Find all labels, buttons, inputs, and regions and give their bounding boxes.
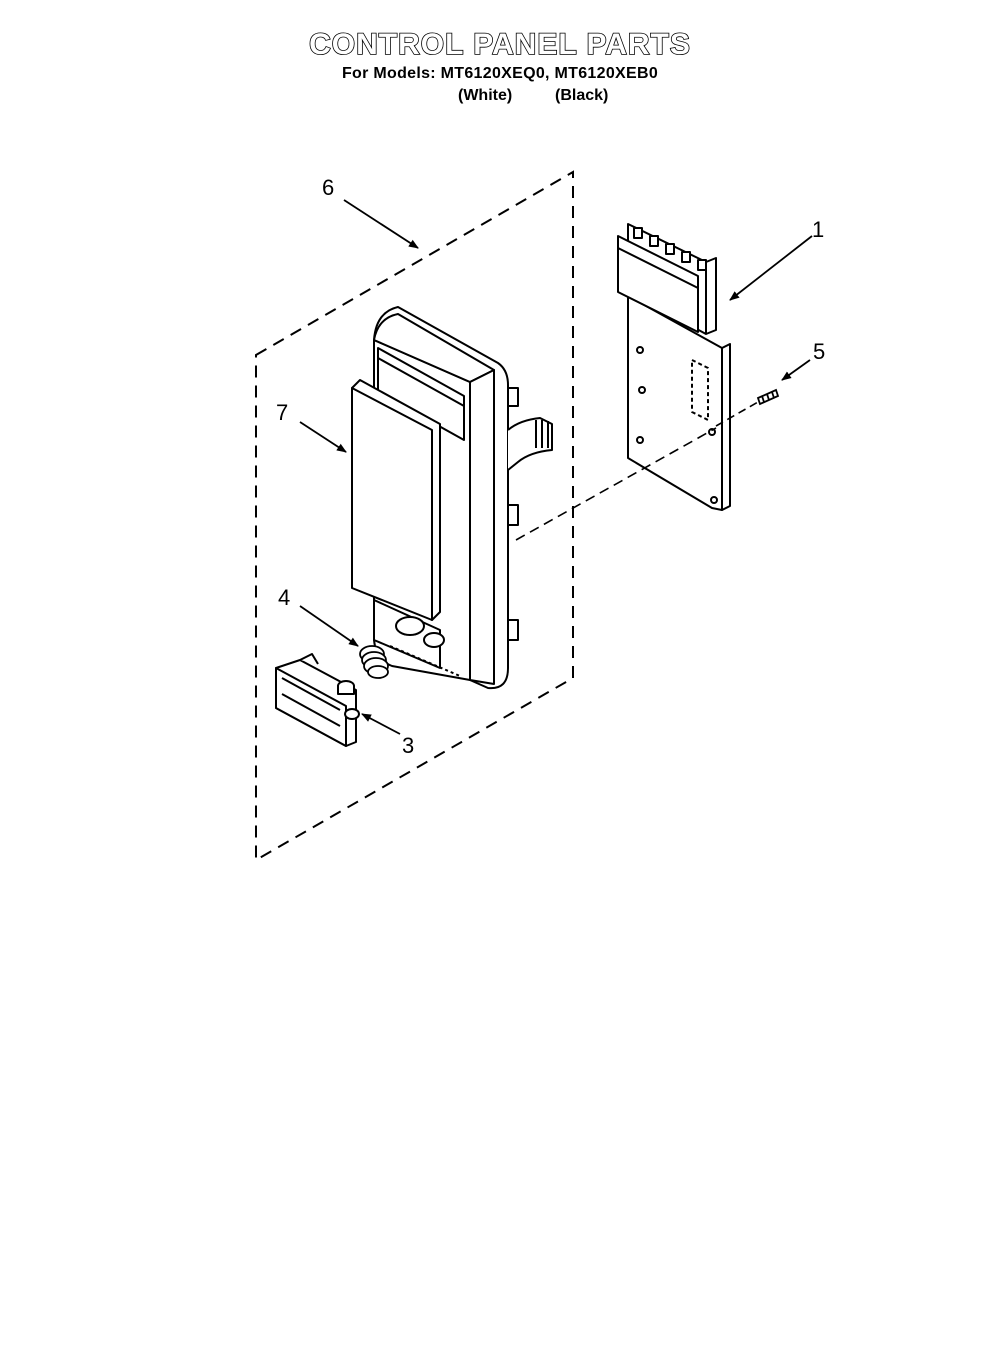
leader-arrow-4 xyxy=(299,605,359,647)
leader-arrow-6 xyxy=(343,199,419,249)
door-release-spring xyxy=(359,645,389,679)
callout-3: 3 xyxy=(402,733,414,758)
color-white-label: (White) xyxy=(458,87,513,104)
page-title: CONTROL PANEL PARTS xyxy=(308,27,691,62)
callout-6: 6 xyxy=(322,175,334,200)
assembly-boundary xyxy=(255,170,574,862)
models-line: For Models: MT6120XEQ0, MT6120XEB0 xyxy=(341,65,659,82)
leader-arrow-7 xyxy=(299,421,347,453)
callout-1: 1 xyxy=(812,217,824,242)
control-board xyxy=(617,223,731,511)
touch-keypad-membrane xyxy=(351,379,441,621)
color-black-label: (Black) xyxy=(555,87,609,104)
diagram-header: CONTROL PANEL PARTS For Models: MT6120XE… xyxy=(0,27,1000,84)
leader-arrow-5 xyxy=(781,359,811,381)
leader-arrow-3 xyxy=(361,713,401,735)
callout-4: 4 xyxy=(278,585,290,610)
callout-5: 5 xyxy=(813,339,825,364)
alignment-line xyxy=(515,427,717,541)
screw-alignment-line xyxy=(715,401,759,427)
callout-7: 7 xyxy=(276,400,288,425)
mounting-screw xyxy=(756,388,780,406)
door-release-button xyxy=(275,653,360,747)
leader-arrow-1 xyxy=(729,235,813,301)
